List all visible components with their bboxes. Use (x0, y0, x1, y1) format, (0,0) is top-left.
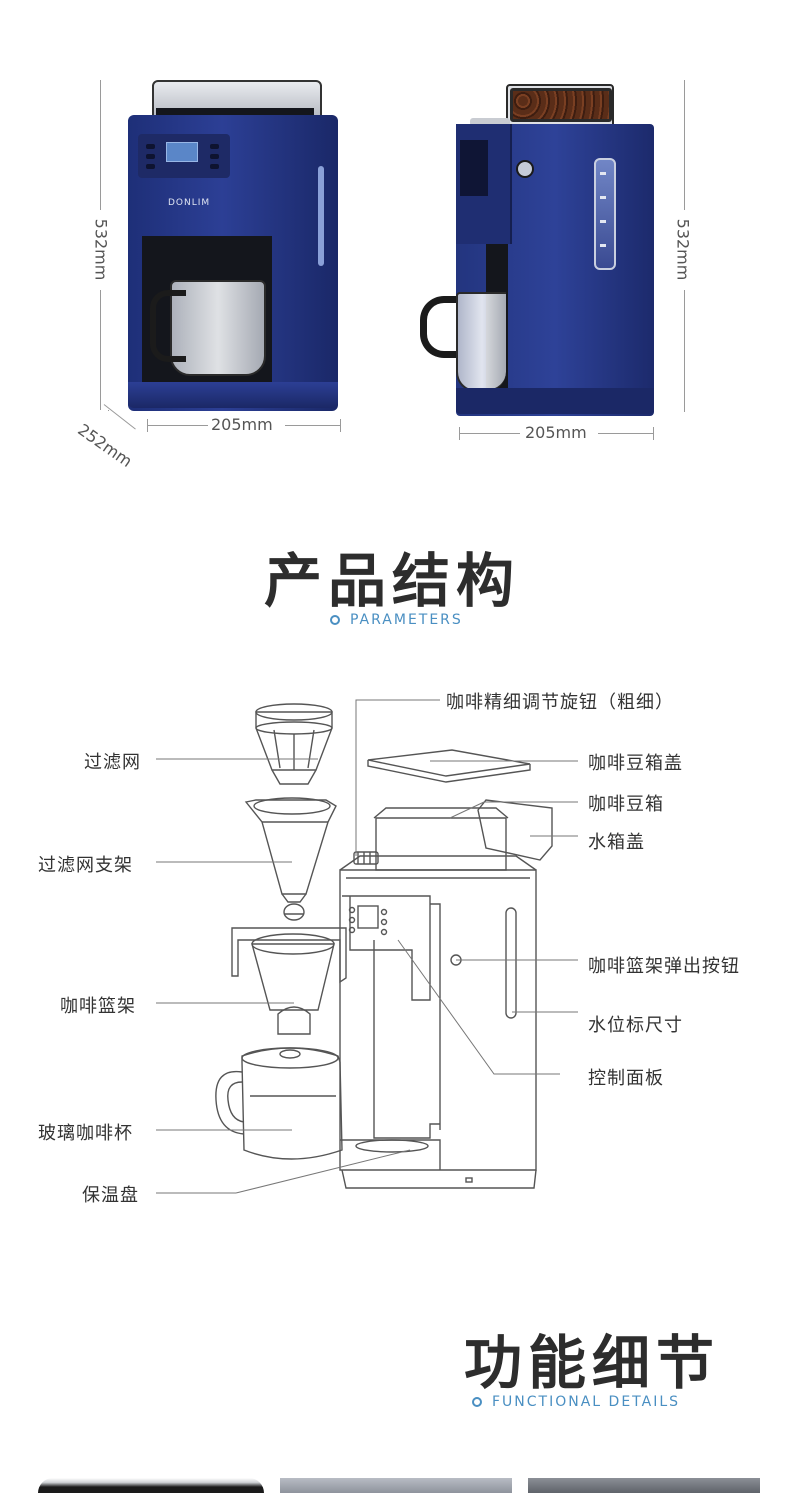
structure-heading: 产品结构 (264, 547, 521, 615)
label-warming-plate: 保温盘 (82, 1185, 139, 1206)
label-basket-holder: 咖啡篮架 (60, 996, 136, 1017)
features-heading: 功能细节 (464, 1329, 721, 1397)
label-bean-lid: 咖啡豆箱盖 (588, 753, 683, 774)
circle-bullet-icon (472, 1397, 482, 1407)
label-water-tank-lid: 水箱盖 (588, 832, 645, 853)
label-bean-container: 咖啡豆箱 (588, 794, 664, 815)
feature-thumbnail-2 (280, 1478, 512, 1493)
brand-logo: DONLIM (168, 198, 211, 208)
label-water-level: 水位标尺寸 (588, 1015, 683, 1036)
feature-thumbnail-3 (528, 1478, 760, 1493)
label-eject-button: 咖啡篮架弹出按钮 (588, 956, 740, 977)
label-filter-holder: 过滤网支架 (38, 855, 133, 876)
features-subheading-text: FUNCTIONAL DETAILS (492, 1394, 681, 1410)
feature-thumbnail-1 (38, 1478, 264, 1493)
features-subheading: FUNCTIONAL DETAILS (472, 1394, 680, 1410)
label-filter-mesh: 过滤网 (84, 752, 141, 773)
structure-subheading-text: PARAMETERS (350, 612, 463, 628)
label-grind-knob: 咖啡精细调节旋钮（粗细） (446, 692, 674, 713)
width-dimension-right: 205mm (525, 423, 587, 442)
circle-bullet-icon (330, 615, 340, 625)
width-dimension-left: 205mm (211, 415, 273, 434)
structure-subheading: PARAMETERS (330, 612, 463, 628)
label-control-panel: 控制面板 (588, 1068, 664, 1089)
label-glass-carafe: 玻璃咖啡杯 (38, 1123, 133, 1144)
